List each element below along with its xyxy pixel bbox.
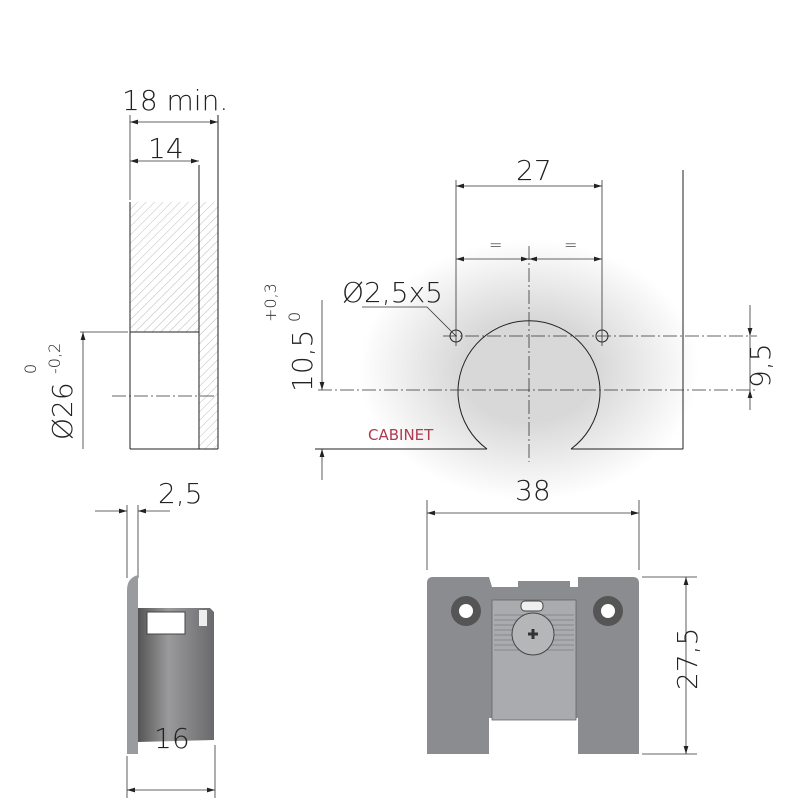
hatched-panel	[130, 202, 199, 332]
dim-flange: 2,5	[158, 477, 203, 510]
pilot-hole-label: Ø2,5x5	[342, 276, 443, 309]
dim-hole-spacing: 27	[516, 154, 552, 187]
front-drilling-view: 27 = = Ø2,5x5 10,5 +0,3 0 9,5 CABINET	[261, 154, 777, 500]
hatched-back	[199, 202, 218, 449]
dim-edge-distance: 10,5	[286, 330, 319, 392]
side-section-view: 18 min. 14 Ø26 0 -0,2	[21, 84, 228, 450]
dim-depth-min: 18 min.	[122, 84, 228, 117]
product-side-view: 2,5 16	[95, 477, 216, 798]
tolerance-upper: +0,3	[261, 283, 280, 322]
housing-body	[138, 608, 214, 742]
tolerance-lower: -0,2	[45, 343, 64, 374]
dim-width: 38	[515, 474, 551, 507]
equal-right: =	[564, 235, 577, 254]
dim-bore-depth: 14	[148, 132, 184, 165]
product-front-view: 38 27,5	[426, 474, 704, 755]
dim-height: 27,5	[671, 628, 704, 690]
dim-hole-offset: 9,5	[744, 343, 777, 388]
equal-left: =	[489, 235, 502, 254]
tolerance-lower: 0	[285, 312, 304, 322]
dim-length: 16	[154, 722, 190, 755]
tolerance-upper: 0	[21, 364, 40, 374]
dim-diameter: Ø26	[46, 382, 79, 440]
flange	[127, 575, 138, 754]
cabinet-label: CABINET	[368, 426, 434, 444]
